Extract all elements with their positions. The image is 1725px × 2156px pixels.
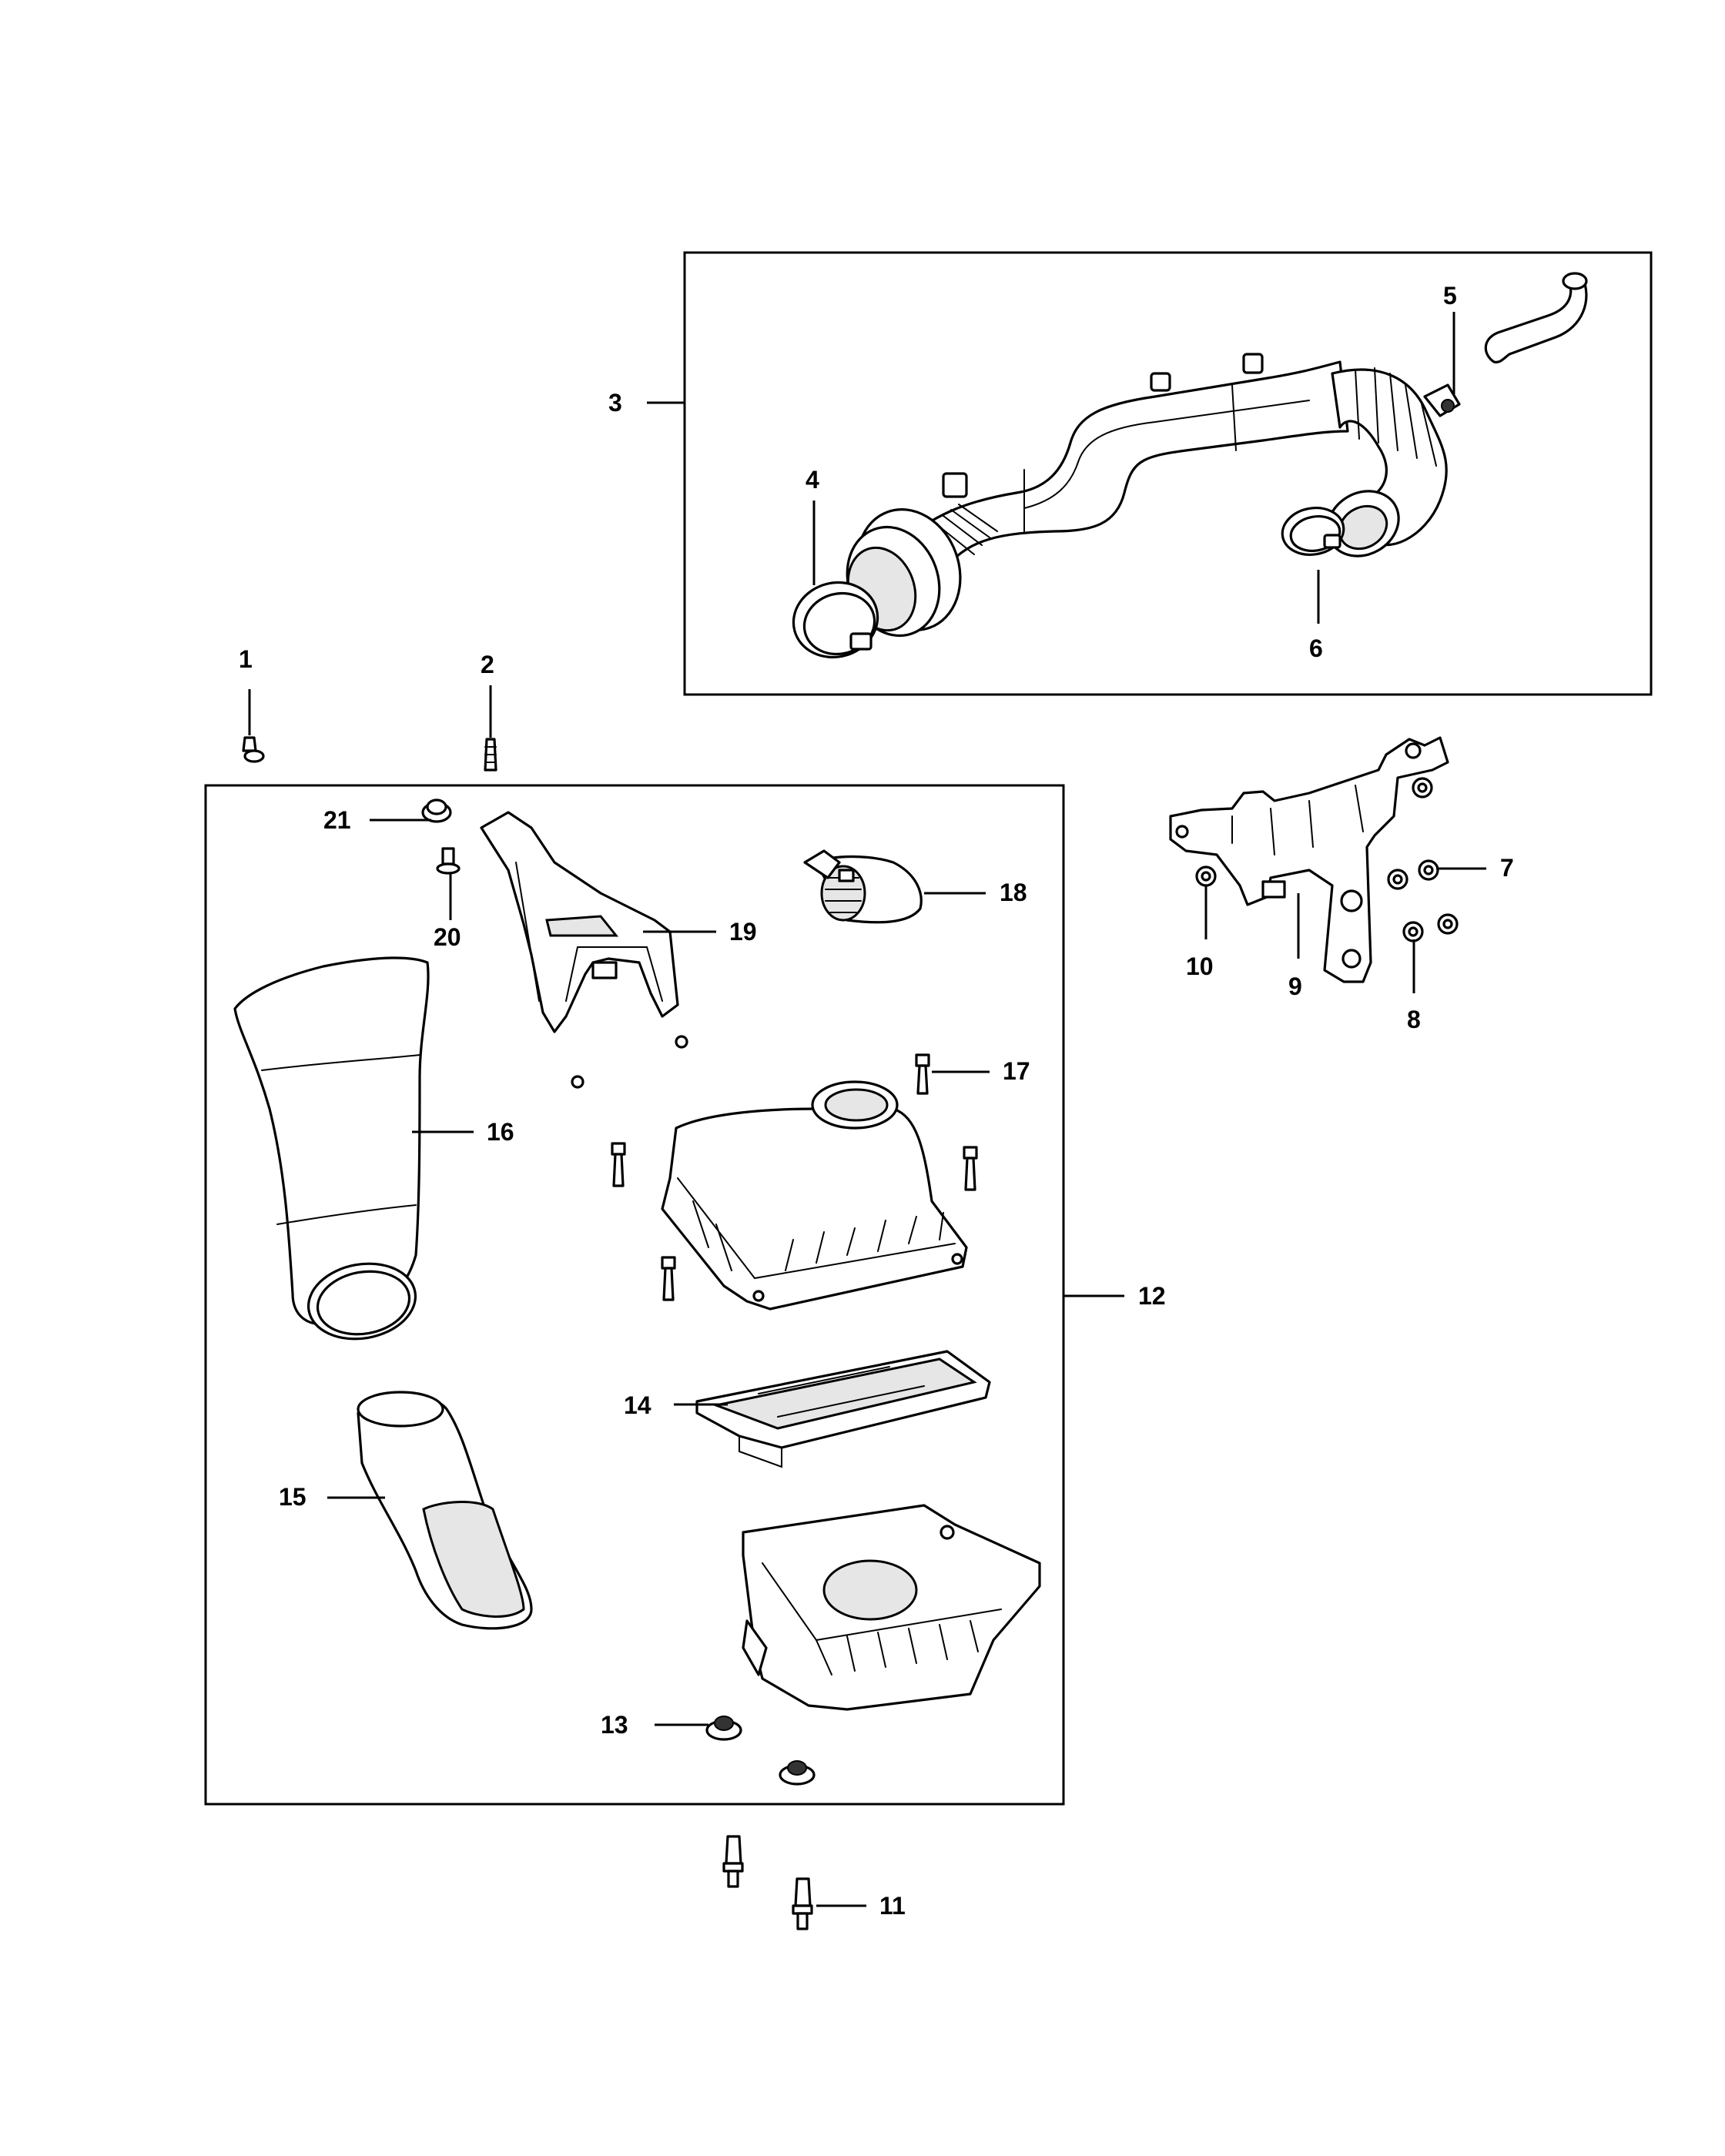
callout-20: 20 [434,923,461,951]
hose-clamp-icon [1281,507,1345,556]
callout-12: 12 [1138,1282,1166,1310]
callout-9: 9 [1288,973,1302,1000]
callout-16: 16 [487,1118,514,1146]
leader-lines [248,312,1486,1907]
grommet-icon [705,1716,816,1786]
airbox-cover [661,1080,968,1311]
callout-3: 3 [608,389,622,417]
pcv-hose [1423,272,1588,417]
callout-10: 10 [1186,952,1214,980]
stud-icon [484,738,497,772]
callout-14: 14 [624,1391,651,1419]
callout-17: 17 [1003,1057,1030,1085]
callout-2: 2 [481,651,494,678]
airbox-support-bracket [480,811,688,1089]
callout-11: 11 [879,1892,906,1920]
stud-icon [722,1835,813,1930]
clip-icon [436,847,461,875]
air-filter [695,1350,991,1468]
callout-7: 7 [1500,854,1514,882]
callout-18: 18 [1000,879,1027,906]
mounting-bracket [1169,736,1449,983]
callout-8: 8 [1407,1006,1421,1033]
grommet-icon [421,798,452,823]
callout-6: 6 [1309,634,1323,662]
air-inlet-tube [846,353,1448,638]
callout-13: 13 [601,1711,628,1739]
resonator-duct [357,1391,533,1630]
bolt-icon [611,1053,978,1301]
intake-duct [233,956,430,1341]
callout-5: 5 [1443,282,1457,310]
push-pin-icon [242,736,265,763]
airbox-lower [742,1504,1041,1711]
callout-15: 15 [279,1483,306,1511]
callout-labels: 1 2 3 4 5 6 7 8 9 10 11 12 13 14 15 16 1… [239,282,1514,1920]
maf-sensor [803,849,923,924]
callout-4: 4 [806,466,819,494]
callout-21: 21 [323,806,351,834]
group-box-3 [683,251,1653,696]
callout-19: 19 [729,918,757,946]
callout-1: 1 [239,645,253,673]
hose-clamp-icon [792,581,879,659]
